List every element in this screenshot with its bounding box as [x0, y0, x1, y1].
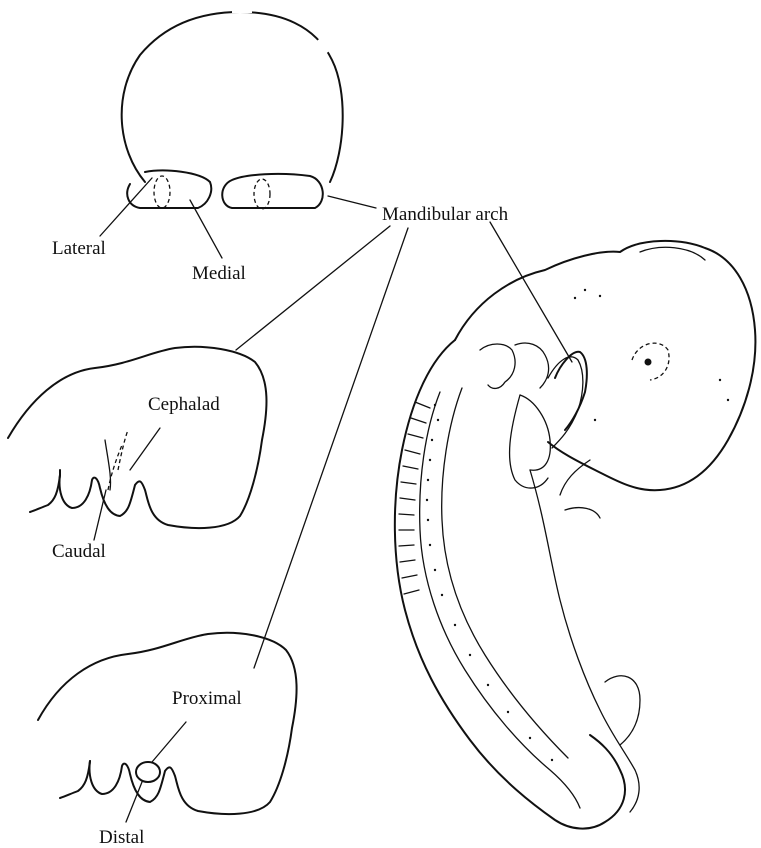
label-mandibular-arch: Mandibular arch — [382, 204, 509, 225]
somites — [399, 402, 430, 594]
label-medial: Medial — [192, 263, 246, 284]
lateral-view-proximal-distal — [38, 633, 297, 822]
label-distal: Distal — [99, 827, 144, 848]
right-mandibular-process — [222, 174, 323, 208]
mandibular-arch-leaders — [236, 196, 408, 668]
label-proximal: Proximal — [172, 688, 242, 709]
embryo-drawing — [395, 222, 756, 829]
lateral-view-cephalad-caudal — [8, 347, 266, 540]
label-cephalad: Cephalad — [148, 394, 220, 415]
frontal-view — [100, 10, 343, 258]
label-caudal: Caudal — [52, 541, 106, 562]
distal-bulb — [136, 762, 160, 782]
label-lateral: Lateral — [52, 238, 106, 259]
